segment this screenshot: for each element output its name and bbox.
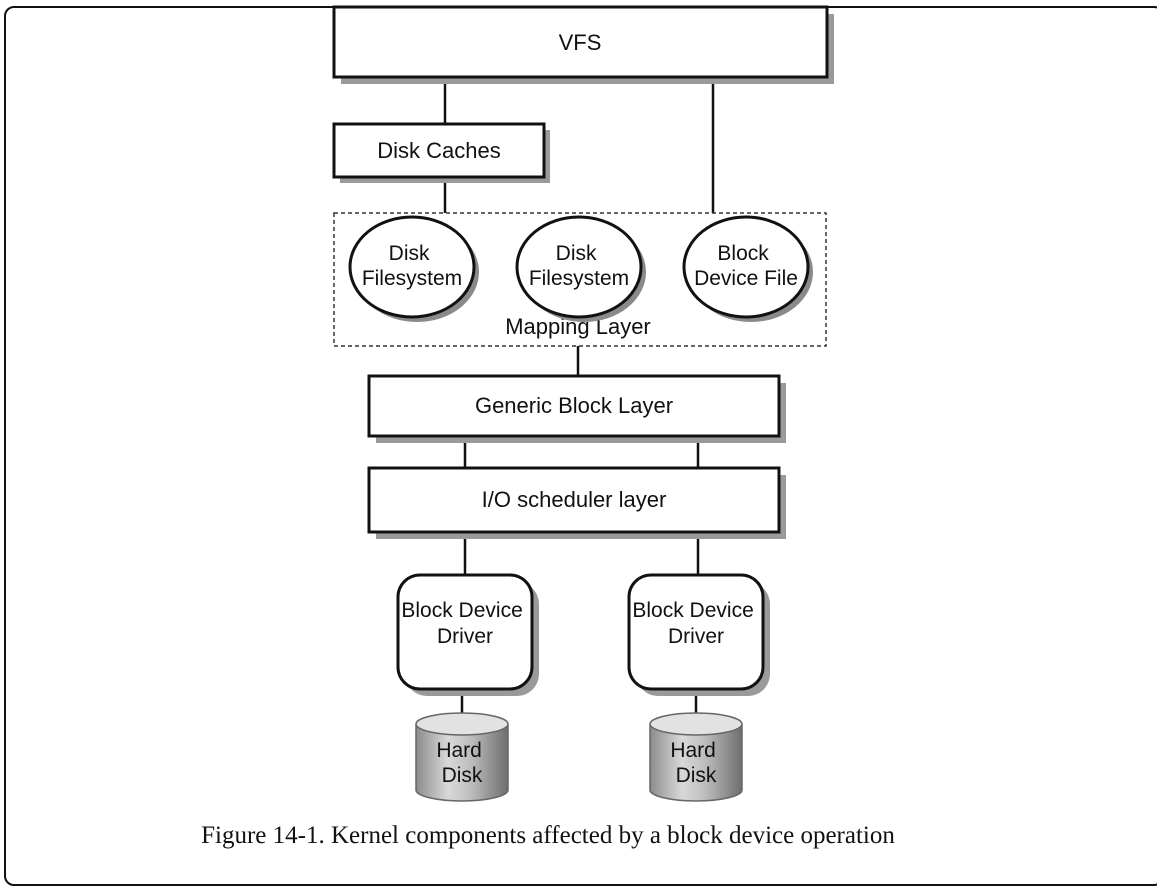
block-device-file-label: Block Device File xyxy=(694,242,798,290)
hard-disk-1-label: Hard Disk xyxy=(436,739,487,787)
block-device-file: Block Device File xyxy=(682,215,813,322)
disk-caches-label: Disk Caches xyxy=(377,138,500,163)
disk-caches-box: Disk Caches xyxy=(332,122,550,183)
generic-block-layer-label: Generic Block Layer xyxy=(475,393,673,418)
block-device-driver-2: Block Device Driver xyxy=(627,573,770,696)
disk-filesystem-1: Disk Filesystem xyxy=(348,215,479,322)
disk-filesystem-1-label: Disk Filesystem xyxy=(362,242,462,290)
generic-block-layer-box: Generic Block Layer xyxy=(367,374,786,443)
vfs-box: VFS xyxy=(332,5,834,84)
block-device-driver-1-label: Block Device Driver xyxy=(401,599,528,648)
vfs-label: VFS xyxy=(559,30,602,55)
hard-disk-2-label: Hard Disk xyxy=(670,739,721,787)
mapping-layer-container xyxy=(333,212,827,347)
io-scheduler-layer-label: I/O scheduler layer xyxy=(482,487,667,512)
io-scheduler-layer-box: I/O scheduler layer xyxy=(367,466,786,539)
hard-disk-1: Hard Disk xyxy=(415,712,509,802)
figure-caption: Figure 14-1. Kernel components affected … xyxy=(201,822,895,849)
disk-filesystem-2: Disk Filesystem xyxy=(515,215,646,322)
block-device-driver-1: Block Device Driver xyxy=(396,573,539,696)
hard-disk-2: Hard Disk xyxy=(649,712,743,802)
disk-filesystem-2-label: Disk Filesystem xyxy=(529,242,629,290)
block-device-driver-2-label: Block Device Driver xyxy=(632,599,759,648)
